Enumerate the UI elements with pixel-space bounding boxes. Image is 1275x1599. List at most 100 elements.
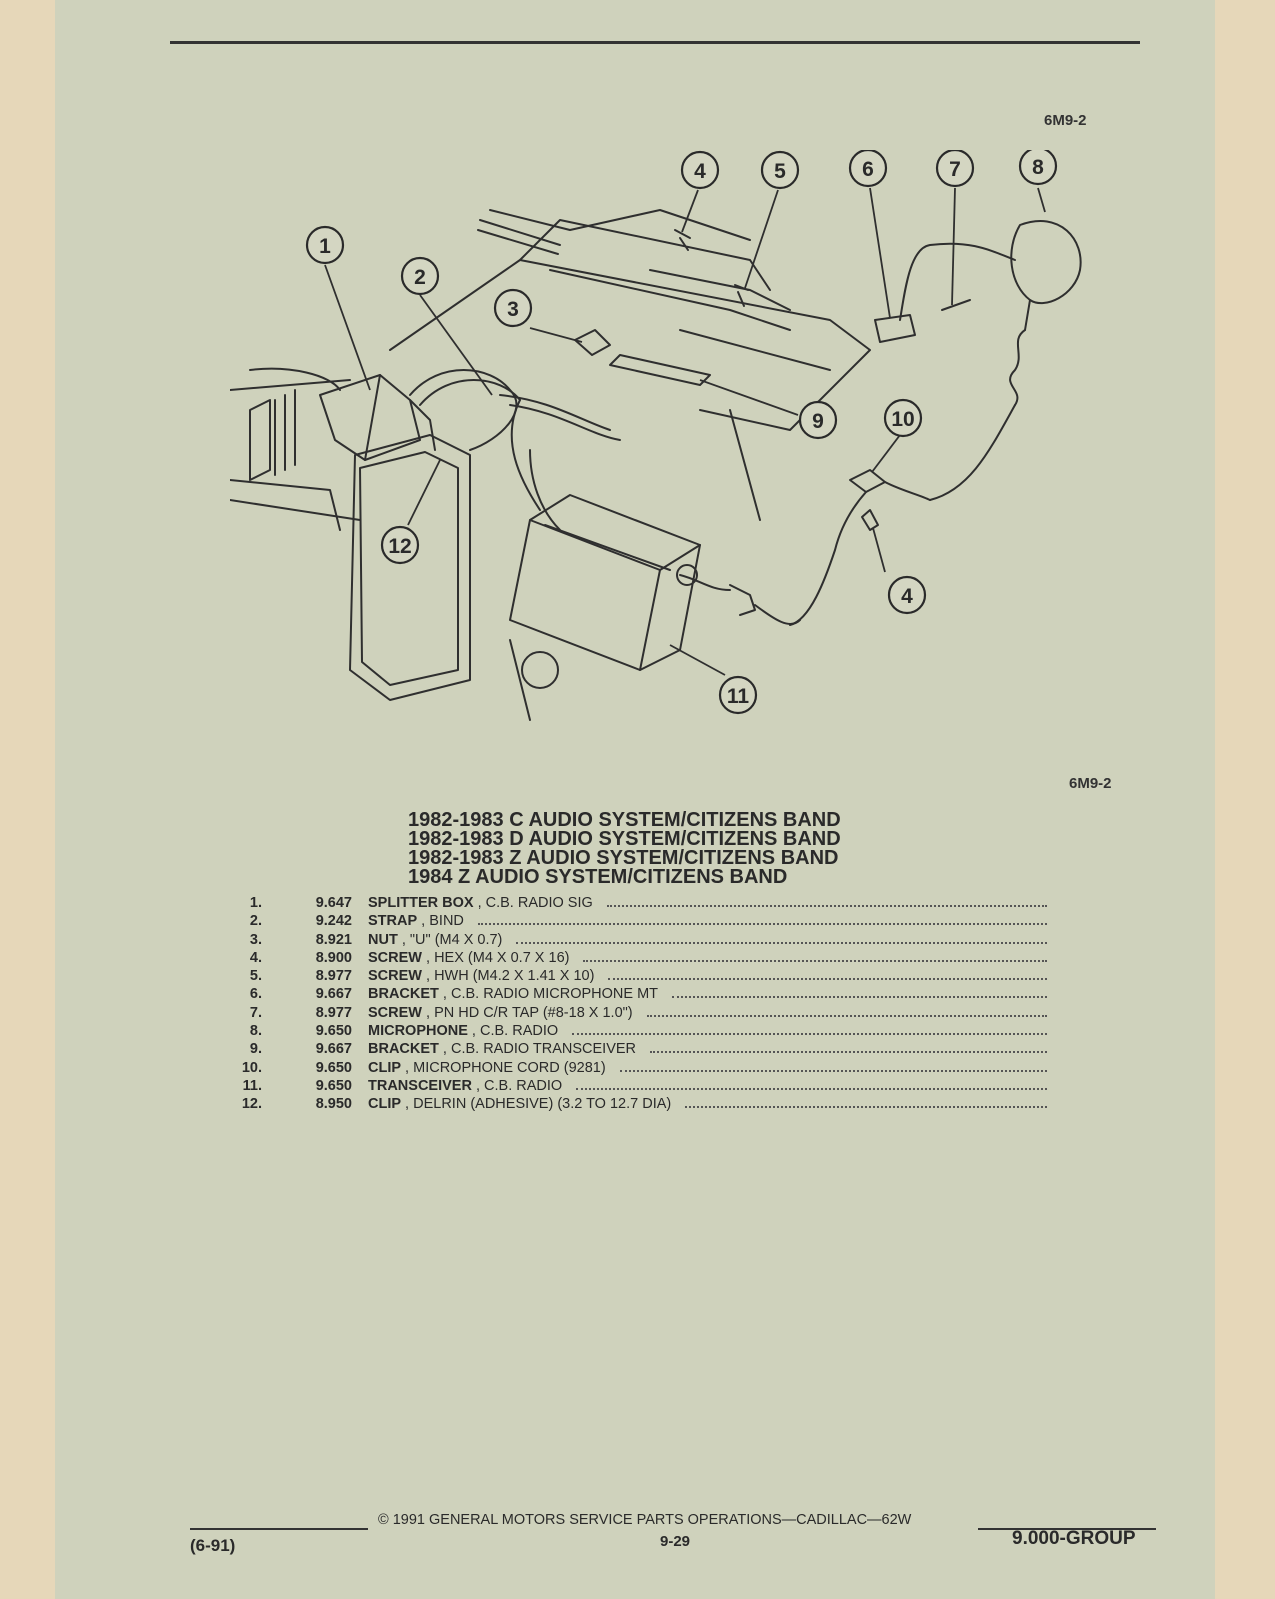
footer-rule bbox=[978, 1528, 1156, 1530]
top-rule bbox=[170, 41, 1140, 44]
page-number: 9-29 bbox=[660, 1533, 691, 1550]
svg-text:4: 4 bbox=[901, 585, 913, 608]
part-group-code: 8.921 bbox=[315, 931, 352, 948]
part-detail: , C.B. RADIO MICROPHONE MT bbox=[438, 986, 659, 1003]
part-group-code: 9.242 bbox=[315, 913, 352, 930]
part-detail: , BIND bbox=[417, 913, 464, 930]
part-group-code: 9.647 bbox=[315, 895, 352, 911]
figure-code-bottom: 6M9-2 bbox=[1069, 775, 1112, 792]
callout-10: 10 bbox=[883, 398, 923, 438]
part-detail: , C.B. RADIO bbox=[471, 1077, 563, 1094]
part-description: BRACKET , C.B. RADIO MICROPHONE MT bbox=[368, 986, 658, 1002]
part-number: 10. bbox=[241, 1059, 262, 1076]
callout-4-lower: 4 bbox=[887, 575, 927, 615]
part-description: SPLITTER BOX , C.B. RADIO SIG bbox=[368, 895, 593, 911]
callout-6: 6 bbox=[848, 150, 888, 188]
svg-text:2: 2 bbox=[414, 266, 426, 289]
part-detail: , "U" (M4 X 0.7) bbox=[397, 931, 503, 948]
dot-leader bbox=[477, 922, 1047, 926]
svg-text:3: 3 bbox=[507, 298, 519, 321]
part-number: 5. bbox=[249, 968, 262, 985]
application-titles: 1982-1983 C AUDIO SYSTEM/CITIZENS BAND 1… bbox=[408, 810, 968, 887]
part-row: 3. 8.921 NUT , "U" (M4 X 0.7) bbox=[232, 932, 1047, 950]
part-detail: , C.B. RADIO SIG bbox=[473, 895, 593, 911]
callout-4: 4 bbox=[680, 150, 720, 190]
dot-leader bbox=[572, 1032, 1047, 1036]
svg-text:11: 11 bbox=[727, 685, 750, 708]
part-detail: , HEX (M4 X 0.7 X 16) bbox=[421, 949, 570, 966]
svg-text:5: 5 bbox=[774, 160, 786, 183]
part-number: 12. bbox=[241, 1096, 262, 1113]
svg-text:10: 10 bbox=[891, 408, 914, 431]
part-number: 1. bbox=[249, 895, 262, 911]
part-detail: , DELRIN (ADHESIVE) (3.2 TO 12.7 DIA) bbox=[401, 1096, 672, 1113]
title-line: 1982-1983 D AUDIO SYSTEM/CITIZENS BAND bbox=[408, 828, 841, 850]
dot-leader bbox=[606, 904, 1047, 907]
part-detail: , MICROPHONE CORD (9281) bbox=[401, 1059, 606, 1076]
part-description: SCREW , HEX (M4 X 0.7 X 16) bbox=[368, 950, 569, 966]
part-number: 4. bbox=[249, 949, 262, 966]
callout-3: 3 bbox=[493, 288, 533, 328]
part-row: 10. 9.650 CLIP , MICROPHONE CORD (9281) bbox=[232, 1060, 1047, 1078]
callout-11: 11 bbox=[718, 675, 758, 715]
part-group-code: 8.900 bbox=[315, 949, 352, 966]
part-number: 6. bbox=[249, 986, 262, 1003]
svg-text:7: 7 bbox=[949, 158, 961, 181]
part-description: TRANSCEIVER , C.B. RADIO bbox=[368, 1078, 562, 1094]
part-name: BRACKET bbox=[368, 1041, 439, 1058]
exploded-parts-illustration: 1 2 3 4 5 6 7 8 9 10 12 4 11 bbox=[230, 150, 1082, 721]
callout-8: 8 bbox=[1018, 150, 1058, 186]
part-description: SCREW , HWH (M4.2 X 1.41 X 10) bbox=[368, 968, 594, 984]
dot-leader bbox=[650, 1050, 1047, 1054]
part-row: 12. 8.950 CLIP , DELRIN (ADHESIVE) (3.2 TO… bbox=[232, 1096, 1047, 1114]
part-name: MICROPHONE bbox=[368, 1023, 468, 1040]
part-detail: , HWH (M4.2 X 1.41 X 10) bbox=[421, 968, 595, 985]
part-group-code: 8.950 bbox=[315, 1096, 352, 1113]
part-group-code: 9.650 bbox=[315, 1059, 352, 1076]
part-name: BRACKET bbox=[368, 986, 439, 1003]
part-name: STRAP bbox=[368, 913, 418, 930]
dot-leader bbox=[516, 941, 1047, 944]
part-description: NUT , "U" (M4 X 0.7) bbox=[368, 932, 502, 948]
dot-leader bbox=[646, 1014, 1047, 1017]
part-row: 5. 8.977 SCREW , HWH (M4.2 X 1.41 X 10) bbox=[232, 968, 1047, 986]
footer-rule bbox=[190, 1528, 368, 1530]
revision-date: (6-91) bbox=[190, 1536, 236, 1555]
svg-text:6: 6 bbox=[862, 158, 874, 181]
dot-leader bbox=[672, 995, 1047, 999]
part-group-code: 8.977 bbox=[315, 968, 352, 985]
callout-1: 1 bbox=[305, 225, 345, 265]
dot-leader bbox=[685, 1105, 1047, 1109]
svg-text:1: 1 bbox=[319, 235, 331, 258]
copyright-line: © 1991 GENERAL MOTORS SERVICE PARTS OPER… bbox=[378, 1512, 912, 1528]
dot-leader bbox=[619, 1069, 1047, 1072]
part-name: NUT bbox=[368, 931, 398, 948]
part-name: CLIP bbox=[368, 1096, 402, 1113]
part-detail: , C.B. RADIO bbox=[467, 1023, 559, 1040]
part-group-code: 9.667 bbox=[315, 1041, 352, 1058]
part-name: SPLITTER BOX bbox=[368, 895, 474, 911]
dot-leader bbox=[583, 959, 1047, 962]
part-description: MICROPHONE , C.B. RADIO bbox=[368, 1023, 558, 1039]
figure-code-top: 6M9-2 bbox=[1044, 112, 1087, 129]
part-description: CLIP , MICROPHONE CORD (9281) bbox=[368, 1060, 606, 1076]
part-number: 9. bbox=[249, 1041, 262, 1058]
part-name: SCREW bbox=[368, 1004, 422, 1021]
svg-text:8: 8 bbox=[1032, 156, 1044, 179]
dot-leader bbox=[608, 977, 1047, 981]
part-description: STRAP , BIND bbox=[368, 913, 464, 929]
part-number: 3. bbox=[249, 931, 262, 948]
part-row: 1. 9.647 SPLITTER BOX , C.B. RADIO SIG bbox=[232, 895, 1047, 913]
svg-text:12: 12 bbox=[388, 535, 411, 558]
part-group-code: 8.977 bbox=[315, 1004, 352, 1021]
part-name: SCREW bbox=[368, 949, 422, 966]
part-description: BRACKET , C.B. RADIO TRANSCEIVER bbox=[368, 1041, 636, 1057]
part-row: 9. 9.667 BRACKET , C.B. RADIO TRANSCEIVER bbox=[232, 1041, 1047, 1059]
part-description: CLIP , DELRIN (ADHESIVE) (3.2 TO 12.7 DI… bbox=[368, 1096, 671, 1112]
part-name: CLIP bbox=[368, 1059, 402, 1076]
callout-9: 9 bbox=[798, 400, 838, 440]
